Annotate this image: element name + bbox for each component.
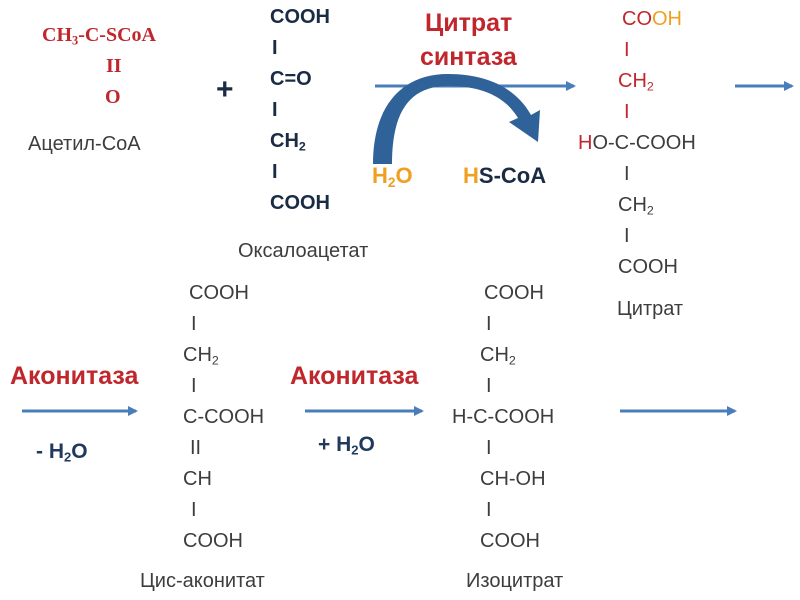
- citrate-formula: COOH I CH2 I HO-C-COOH I CH2 I COOH: [578, 8, 696, 278]
- hydration-note: + H2O: [318, 433, 375, 458]
- curved-arrow-body: [373, 74, 540, 164]
- isocitrate-formula: COOH I CH2 I H-C-COOH I CH-OH I COOH: [452, 282, 555, 552]
- dehydration-note: - H2O: [36, 440, 88, 465]
- acetyl-oxygen: O: [105, 86, 121, 108]
- cis-aconitate-caption: Цис-аконитат: [140, 570, 265, 592]
- aconitase-label-2: Аконитаза: [290, 362, 419, 390]
- oxaloacetate-formula: COOH I C=O I CH2 I COOH: [270, 6, 330, 214]
- plus-sign: +: [216, 73, 234, 106]
- acetyl-ch3: CH: [42, 24, 72, 46]
- acetyl-coa-caption: Ацетил-CoA: [28, 133, 141, 155]
- acetyl-cscoa: -C-SCoA: [78, 24, 156, 46]
- isocitrate-caption: Изоцитрат: [466, 570, 564, 592]
- cis-aconitate-formula: COOH I CH2 I C-COOH II CH I COOH: [183, 282, 265, 552]
- aconitase-label-1: Аконитаза: [10, 362, 139, 390]
- citrate-caption: Цитрат: [617, 298, 684, 320]
- oxaloacetate-caption: Оксалоацетат: [238, 240, 369, 262]
- water-input: H2O: [372, 163, 413, 190]
- acetyl-double-bond: II: [106, 55, 122, 77]
- acetyl-coa-formula: CH3-C-SCoA II O: [42, 20, 156, 113]
- citrate-synthase-label: Цитрат синтаза: [420, 9, 517, 71]
- hscoa-output: HS-CoA: [463, 163, 547, 188]
